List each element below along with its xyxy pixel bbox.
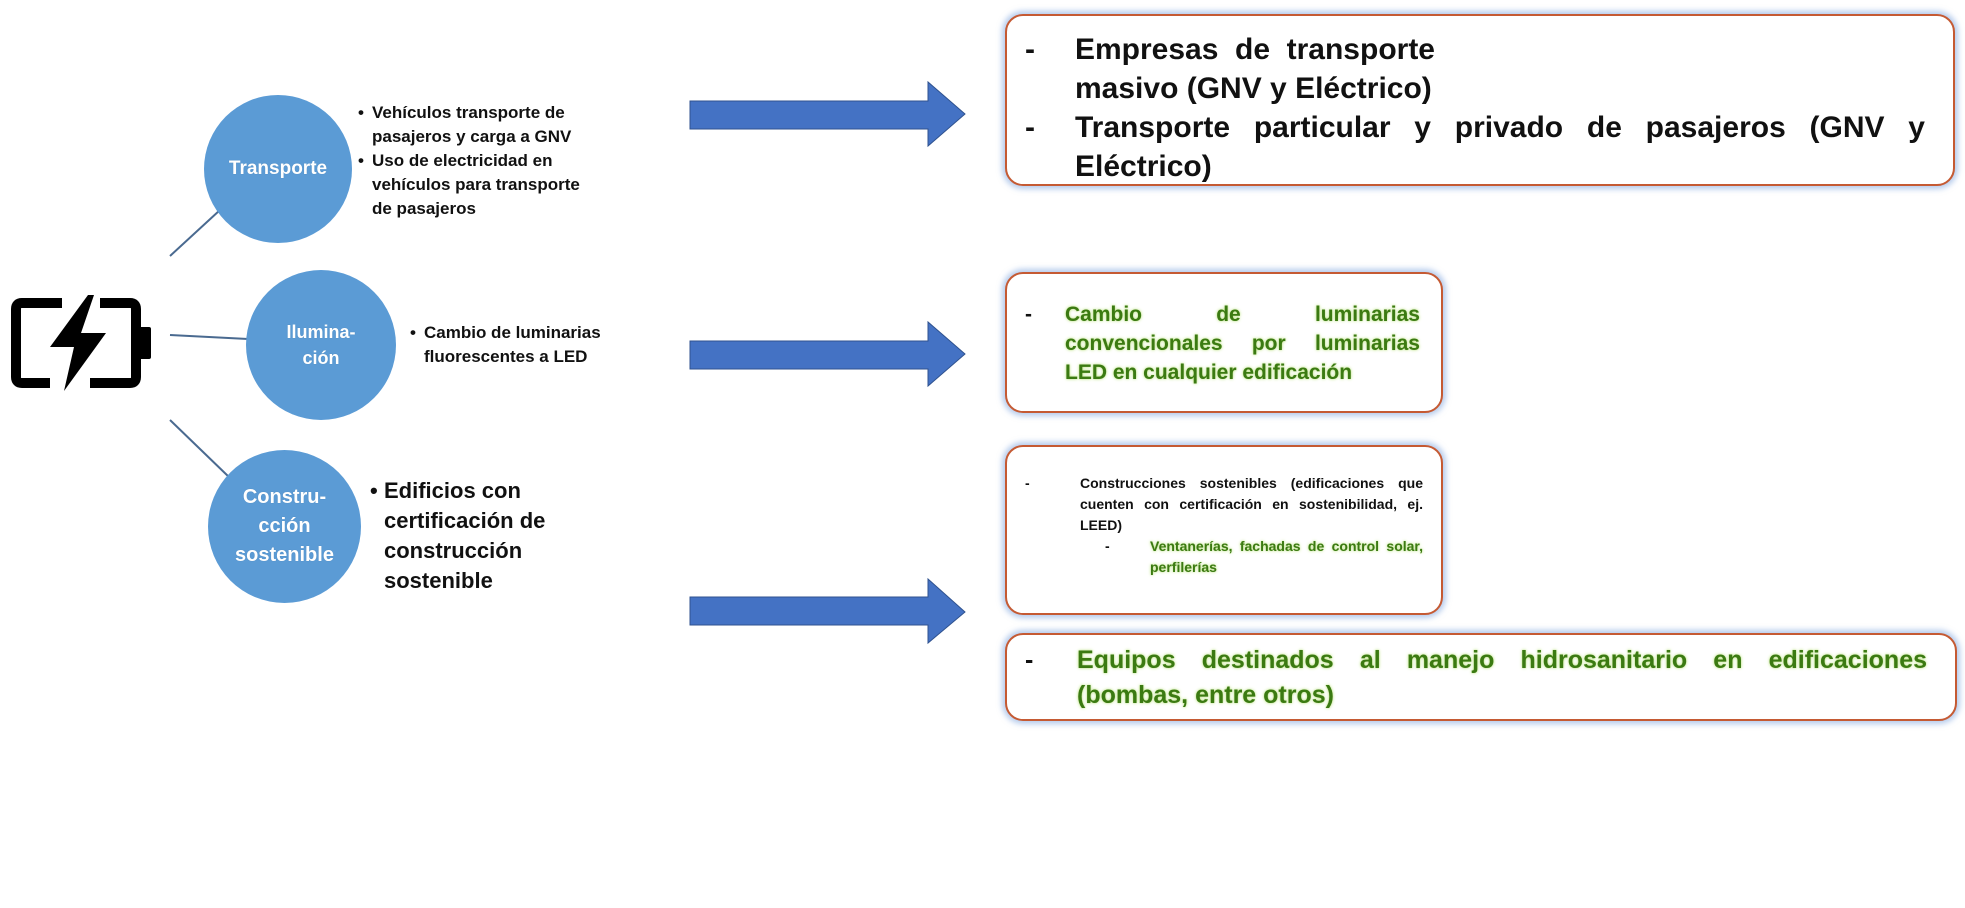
box-item: - Equipos destinados al manejo hidrosani… <box>1025 643 1933 713</box>
box-subitem: - Ventanerías, fachadas de control solar… <box>1105 536 1423 578</box>
circle-transporte: Transporte <box>204 95 352 243</box>
box-hydro-targets: - Equipos destinados al manejo hidrosani… <box>1005 633 1957 721</box>
box-item-text: Equipos destinados al manejo hidrosanita… <box>1077 646 1927 709</box>
box-item-text: Construcciones sostenibles (edificacione… <box>1080 475 1423 533</box>
box-item: - Construcciones sostenibles (edificacio… <box>1025 473 1423 536</box>
box-item: - Cambio de luminarias convencionales po… <box>1025 300 1423 387</box>
box-item-text: Empresas de transporte masivo (GNV y Elé… <box>1075 33 1435 105</box>
battery-charging-icon <box>11 295 151 391</box>
box-lighting-targets: - Cambio de luminarias convencionales po… <box>1005 272 1443 413</box>
bullets-iluminacion: Cambio de luminarias fluorescentes a LED <box>410 321 650 369</box>
box-construction-targets: - Construcciones sostenibles (edificacio… <box>1005 445 1443 615</box>
bullet-item: Edificios con certificación de construcc… <box>370 476 590 596</box>
connector-line-iluminacion <box>169 334 249 340</box>
box-item: - Empresas de transporte masivo (GNV y E… <box>1025 30 1931 108</box>
circle-construccion: Constru- cción sostenible <box>208 450 361 603</box>
bullet-item: Uso de electricidad en vehículos para tr… <box>358 149 598 221</box>
connector-line-construccion <box>169 419 231 479</box>
bullets-transporte: Vehículos transporte de pasajeros y carg… <box>358 101 598 221</box>
bullets-construccion: Edificios con certificación de construcc… <box>370 476 590 596</box>
arrow-transporte <box>689 80 966 148</box>
connector-line-transporte <box>169 209 221 257</box>
box-item-text: Transporte particular y privado de pasaj… <box>1075 111 1925 183</box>
box-transport-targets: - Empresas de transporte masivo (GNV y E… <box>1005 14 1955 186</box>
box-item: - Transporte particular y privado de pas… <box>1025 108 1931 186</box>
bullet-item: Vehículos transporte de pasajeros y carg… <box>358 101 598 149</box>
bullet-item: Cambio de luminarias fluorescentes a LED <box>410 321 650 369</box>
circle-iluminacion: Ilumina- ción <box>246 270 396 420</box>
arrow-construccion <box>689 577 966 645</box>
box-item-text: Cambio de luminarias convencionales por … <box>1065 303 1420 384</box>
arrow-iluminacion <box>689 320 966 388</box>
box-subitem-text: Ventanerías, fachadas de control solar, … <box>1150 538 1423 575</box>
